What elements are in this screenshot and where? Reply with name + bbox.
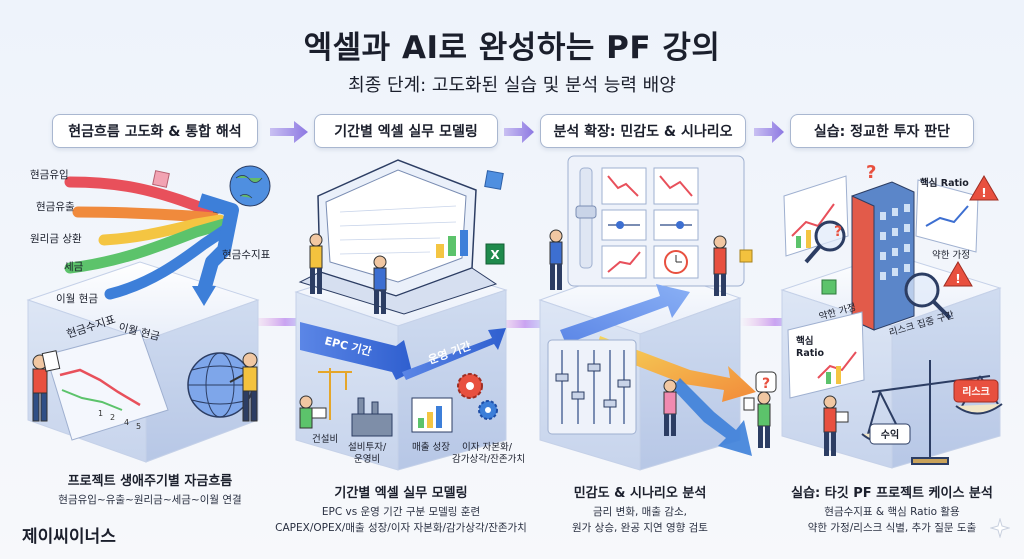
person-modeler-2-icon <box>373 255 387 314</box>
gears-icon <box>457 373 498 420</box>
magnifier-right-icon <box>904 272 952 320</box>
person-operator-icon <box>663 379 677 436</box>
stage-1-label: 현금흐름 고도화 & 통합 해석 <box>52 114 258 148</box>
warning-triangle-icon: ! <box>969 175 999 201</box>
stage-4-caption-line-1: 현금수지표 & 핵심 Ratio 활용 <box>824 506 960 518</box>
svg-text:?: ? <box>762 376 770 392</box>
svg-text:?: ? <box>866 162 876 183</box>
laptop-excel-icon: X <box>298 159 505 315</box>
stage-3-caption-line-1: 금리 변화, 매출 감소, <box>593 506 687 518</box>
stage-3-caption-title: 민감도 & 시나리오 분석 <box>573 486 707 501</box>
downward-trend-arrow-blue <box>672 378 752 456</box>
cash-chart-board <box>45 329 169 441</box>
flow-label-carry: 이월 현금 <box>56 293 98 305</box>
magnifier-left-icon <box>804 220 846 264</box>
return-tag <box>869 423 911 445</box>
question-sign-icon: ? <box>755 371 777 393</box>
person-investor-icon <box>823 395 849 456</box>
person-analyst-2-icon <box>549 229 563 290</box>
green-cube-icon <box>821 279 837 295</box>
key-ratio-top-label: 핵심 Ratio <box>920 177 969 189</box>
person-analyst-icon <box>32 350 61 422</box>
key-ratio-board-label-2: Ratio <box>796 348 825 359</box>
person-presenter-icon <box>229 352 258 422</box>
page-subtitle: 최종 단계: 고도화된 실습 및 분석 능력 배양 <box>348 75 676 96</box>
epc-period-arrow <box>300 322 412 380</box>
risk-tag-label: 리스크 <box>962 385 990 398</box>
revenue-growth-board <box>411 397 453 433</box>
chart-tick-1: 1 <box>98 409 103 418</box>
stage-2-label: 기간별 엑셀 실무 모델링 <box>314 114 498 148</box>
page-title: 엑셀과 AI로 완성하는 PF 강의 <box>303 30 721 66</box>
cash-index-label: 현금수지표 <box>222 249 271 261</box>
person-presenter-2-icon <box>713 235 727 296</box>
stage-4-label: 실습: 정교한 투자 판단 <box>790 114 974 148</box>
glow-link-3 <box>740 318 810 326</box>
stage-3-label: 분석 확장: 민감도 & 시나리오 <box>540 114 746 148</box>
item-capex-opex-label-2: 운영비 <box>354 454 380 465</box>
ratio-chart-board-right <box>915 179 979 253</box>
glow-link-2 <box>490 320 560 328</box>
connector-arrow-1-icon <box>270 121 308 143</box>
stage-3-caption-line-2: 원가 상승, 완공 지연 영향 검토 <box>572 522 708 534</box>
flow-label-outflow: 현금유출 <box>36 201 75 213</box>
upward-trend-arrow <box>560 284 690 344</box>
item-capex-opex-label-1: 설비투자/ <box>348 442 387 453</box>
chart-tick-4: 5 <box>136 422 141 431</box>
stage-1-caption-title: 프로젝트 생애주기별 자금흐름 <box>67 474 233 489</box>
question-mark-2-icon: ? <box>834 224 842 240</box>
connector-arrow-2-icon <box>504 121 534 143</box>
flow-label-principal: 원리금 상환 <box>30 233 82 245</box>
item-interest-label-2: 감가상각/잔존가치 <box>452 453 525 465</box>
key-ratio-board-label-1: 핵심 <box>796 335 813 347</box>
person-reviewer-icon <box>743 391 771 448</box>
cash-flow-arrows <box>64 176 239 306</box>
key-ratio-board <box>787 311 865 399</box>
factory-icon <box>351 397 393 437</box>
return-tag-label: 수익 <box>881 429 899 441</box>
person-engineer-icon <box>299 395 327 429</box>
stage-2-caption-title: 기간별 엑셀 실무 모델링 <box>334 486 468 501</box>
svg-text:?: ? <box>834 224 842 240</box>
flow-label-inflow: 현금유입 <box>30 168 69 181</box>
warning-triangle-2-icon: ! <box>943 261 973 287</box>
svg-text:X: X <box>490 248 500 262</box>
stage-4-caption-line-2: 약한 가정/리스크 식별, 추가 질문 도출 <box>807 522 977 534</box>
connector-arrow-3-icon <box>754 121 784 143</box>
risk-tag <box>953 379 999 403</box>
stage-2-caption-line-2: CAPEX/OPEX/매출 성장/이자 자본화/감가상각/잔존가치 <box>275 522 527 534</box>
svg-text:!: ! <box>955 272 960 286</box>
item-interest-label-1: 이자 자본화/ <box>462 442 513 453</box>
globe-icon <box>187 352 253 418</box>
crane-icon <box>318 368 352 420</box>
weak-assumption-label: 약한 가정 <box>932 249 970 261</box>
scenario-board <box>567 155 745 287</box>
yellow-cube-icon <box>739 249 753 263</box>
operation-period-arrow <box>402 328 506 380</box>
building-icon <box>851 181 915 331</box>
stage-4-caption-title: 실습: 타깃 PF 프로젝트 케이스 분석 <box>791 486 993 501</box>
question-mark-icon: ? <box>866 162 876 183</box>
item-revenue-growth-label: 매출 성장 <box>412 442 450 453</box>
stage-1-caption-line-1: 현금유입~유출~원리금~세금~이월 연결 <box>58 494 242 506</box>
glow-link-1 <box>250 318 320 326</box>
stage-2-caption-line-1: EPC vs 운영 기간 구분 모델링 훈련 <box>321 506 481 518</box>
flow-label-tax: 세금 <box>64 261 84 273</box>
sparkle-icon <box>990 518 1010 538</box>
slider-control-panel <box>547 339 637 435</box>
chart-tick-3: 4 <box>124 418 129 427</box>
svg-text:!: ! <box>981 186 986 200</box>
chart-tick-2: 2 <box>110 413 115 422</box>
blue-cube-icon <box>484 170 504 190</box>
earth-globe-icon <box>203 165 271 214</box>
pink-cube-icon <box>152 170 170 188</box>
person-modeler-1-icon <box>309 233 323 294</box>
item-construction-label: 건설비 <box>312 434 338 445</box>
brand-logo: 제이씨이너스 <box>22 527 116 547</box>
